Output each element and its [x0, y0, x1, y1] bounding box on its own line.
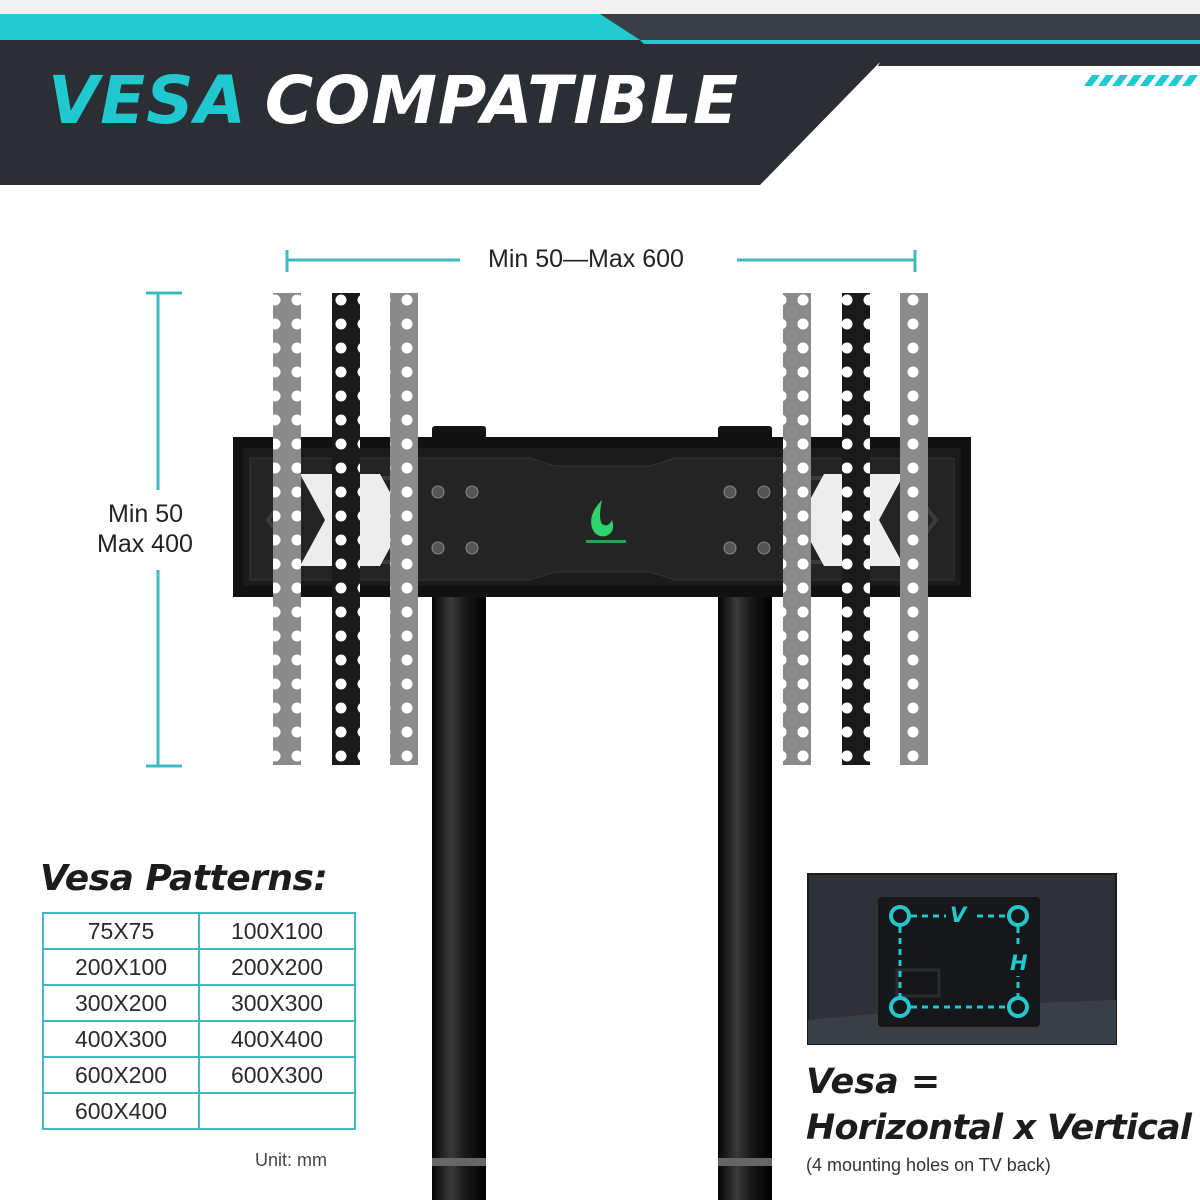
vesa-patterns-table: 75X75 100X100 200X100 200X200 300X200 30…	[42, 912, 356, 1130]
horizontal-range-label: Min 50—Max 600	[488, 245, 684, 273]
table-row: 600X400	[42, 1092, 356, 1130]
equation-note: (4 mounting holes on TV back)	[806, 1155, 1051, 1175]
diagram-h-label: H	[1010, 951, 1028, 975]
right-arm-group	[783, 293, 928, 765]
table-cell: 75X75	[42, 912, 200, 950]
diagram-v-label: V	[950, 903, 967, 927]
left-arm-group	[273, 293, 418, 765]
table-cell: 600X300	[198, 1056, 356, 1094]
header-banner	[0, 0, 1200, 185]
table-row: 400X300 400X400	[42, 1020, 356, 1058]
vertical-dimension	[146, 291, 182, 768]
table-row: 75X75 100X100	[42, 912, 356, 950]
table-row: 200X100 200X200	[42, 948, 356, 986]
title-word-compatible: COMPATIBLE	[264, 62, 740, 139]
table-cell: 600X400	[42, 1092, 200, 1130]
brand-logo	[586, 500, 626, 543]
table-cell: 300X300	[198, 984, 356, 1022]
table-cell: 100X100	[198, 912, 356, 950]
horizontal-dimension	[285, 250, 917, 272]
title-word-vesa: VESA	[48, 62, 247, 139]
table-row: 600X200 600X300	[42, 1056, 356, 1094]
equation-line-2: Horizontal x Vertical	[806, 1108, 1192, 1148]
table-cell	[198, 1092, 356, 1130]
table-cell: 400X300	[42, 1020, 200, 1058]
table-cell: 400X400	[198, 1020, 356, 1058]
vertical-max-label: Max 400	[97, 530, 193, 558]
table-cell: 600X200	[42, 1056, 200, 1094]
vertical-min-label: Min 50	[108, 500, 184, 528]
unit-note: Unit: mm	[255, 1150, 327, 1170]
table-row: 300X200 300X300	[42, 984, 356, 1022]
right-pole	[718, 590, 772, 1200]
table-cell: 300X200	[42, 984, 200, 1022]
tv-back-diagram	[807, 873, 1117, 1045]
table-cell: 200X100	[42, 948, 200, 986]
left-pole	[432, 590, 486, 1200]
table-cell: 200X200	[198, 948, 356, 986]
vesa-patterns-heading: Vesa Patterns:	[40, 858, 328, 899]
equation-line-1: Vesa =	[806, 1062, 941, 1102]
